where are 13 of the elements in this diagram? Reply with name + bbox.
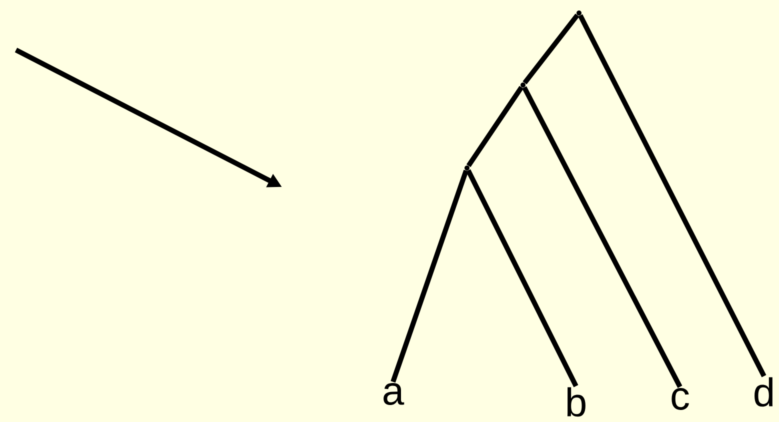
branch-line (466, 86, 524, 168)
branch-point (464, 166, 470, 170)
leaf-label: a (384, 383, 404, 405)
branch-line (522, 14, 580, 84)
leaf-label: d (754, 377, 773, 407)
branch-line (390, 170, 468, 383)
branch-line (578, 14, 766, 378)
leaf-label: c (672, 388, 689, 410)
branch-point (576, 10, 582, 16)
branch-line (522, 86, 682, 388)
leaf-label: b (567, 387, 586, 417)
branch-point (520, 82, 526, 88)
branch-line (466, 169, 578, 388)
